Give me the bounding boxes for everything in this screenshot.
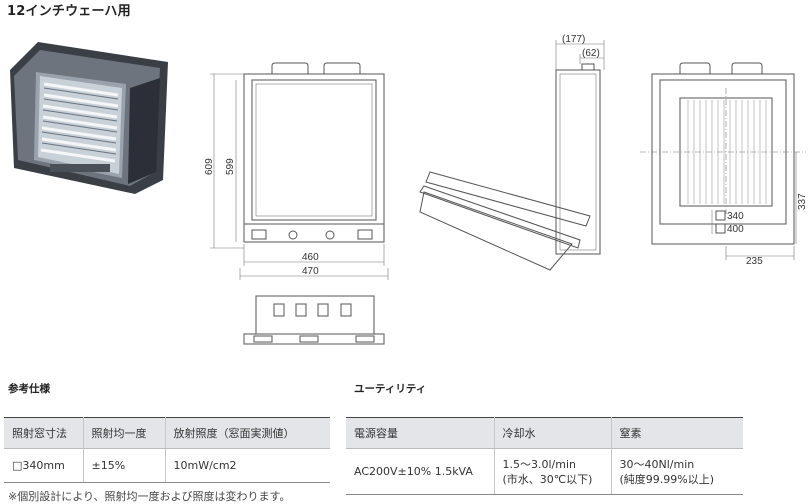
footnote: ※個別設計により、照射均一度および照度は変わります。 [8,490,291,503]
dim-400: 400 [727,224,744,235]
header-power: 電源容量 [346,417,495,449]
cell-cooling-water: 1.5～3.0l/min (市水、30℃以下) [494,448,612,495]
cell-window-size: □340mm [4,448,84,483]
dim-470: 470 [302,266,319,277]
header-cooling-water: 冷却水 [494,417,612,449]
dim-599: 599 [225,158,236,175]
technical-drawing: 609 599 460 470 (177) (62) [10,34,808,345]
dim-177: (177) [562,34,585,45]
product-photo [10,42,168,194]
cell-power: AC200V±10% 1.5kVA [346,448,495,495]
header-nitrogen: 窒素 [611,417,743,449]
cooling-water-note: (市水、30℃以下) [502,472,593,486]
dim-337: 337 [797,193,808,210]
dim-340: 340 [727,211,744,222]
table-row: AC200V±10% 1.5kVA 1.5～3.0l/min (市水、30℃以下… [346,448,743,495]
bottom-view [243,295,385,345]
cell-uniformity: ±15% [83,448,166,483]
page-title: 12インチウェーハ用 [7,4,131,19]
cell-irradiance: 10mW/cm2 [165,448,330,483]
rear-view [640,62,806,260]
reference-spec-table: 照射窓寸法 照射均一度 放射照度（窓面実測値） □340mm ±15% 10mW… [4,417,330,483]
side-view [419,40,605,271]
header-irradiance: 放射照度（窓面実測値） [165,417,330,449]
table-header-row: 電源容量 冷却水 窒素 [346,417,743,449]
header-window-size: 照射窓寸法 [4,417,84,449]
utility-heading: ユーティリティ [354,383,427,395]
dim-460: 460 [302,252,319,263]
utility-table: 電源容量 冷却水 窒素 AC200V±10% 1.5kVA 1.5～3.0l/m… [346,417,743,495]
table-row: □340mm ±15% 10mW/cm2 [4,448,330,483]
nitrogen-rate: 30～40Nl/min [619,457,695,471]
dim-609: 609 [204,158,215,175]
front-view [210,62,389,280]
dim-62: (62) [582,48,600,59]
nitrogen-note: (純度99.99%以上) [619,472,715,486]
cooling-water-rate: 1.5～3.0l/min [502,457,577,471]
dim-235: 235 [746,256,763,267]
header-uniformity: 照射均一度 [83,417,166,449]
cell-nitrogen: 30～40Nl/min (純度99.99%以上) [611,448,743,495]
reference-spec-heading: 参考仕様 [8,383,50,395]
table-header-row: 照射窓寸法 照射均一度 放射照度（窓面実測値） [4,417,330,449]
